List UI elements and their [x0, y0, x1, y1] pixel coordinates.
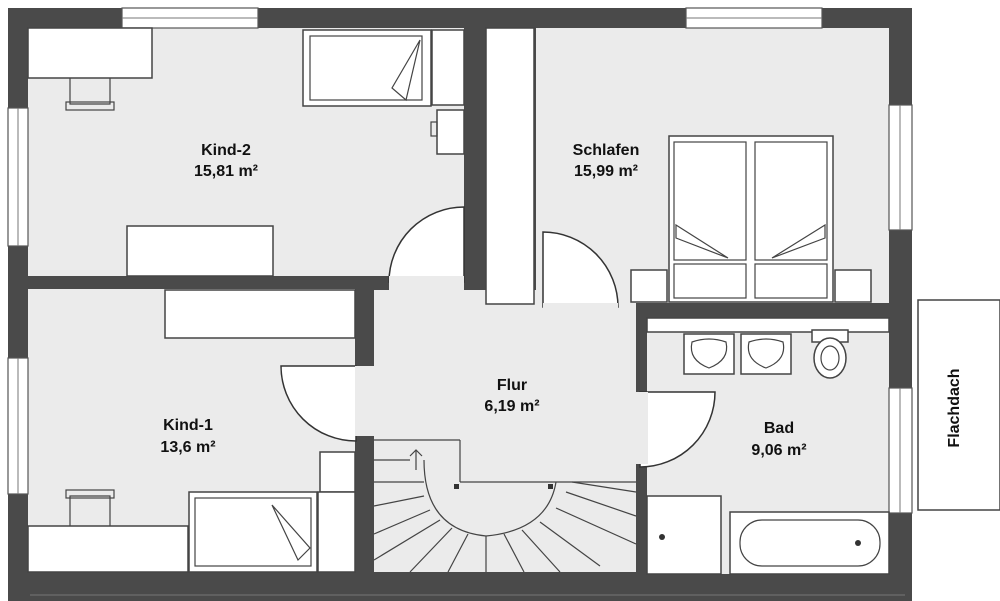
- toilet: [813, 337, 847, 379]
- room-area-kind-1: 13,6 m²: [160, 439, 215, 456]
- room-area-flur: 6,19 m²: [484, 398, 539, 415]
- chair-kind-1: [69, 495, 111, 526]
- shelf-kind-1: [317, 491, 356, 573]
- room-area-schlafen: 15,99 m²: [574, 163, 638, 180]
- desk-kind-2: [27, 27, 153, 79]
- room-area-bad: 9,06 m²: [751, 442, 806, 459]
- bathtub: [729, 511, 890, 575]
- bed-kind-1: [188, 491, 318, 573]
- bed-kind-2: [302, 29, 432, 107]
- wardrobe-kind-1: [164, 289, 356, 339]
- nightstand-right: [834, 269, 872, 303]
- nightstand-left: [630, 269, 668, 303]
- door-kind-1[interactable]: [280, 365, 357, 442]
- shower: [646, 495, 722, 575]
- cabinet-kind-1: [319, 451, 356, 493]
- room-label-bad: Bad: [764, 420, 794, 437]
- door-bad[interactable]: [639, 391, 716, 468]
- cabinet-kind-2: [436, 109, 465, 155]
- staircase: [373, 449, 637, 573]
- room-label-kind-1: Kind-1: [163, 417, 213, 434]
- chair-kind-2: [69, 78, 111, 105]
- desk-kind-1: [27, 525, 189, 573]
- room-area-kind-2: 15,81 m²: [194, 163, 258, 180]
- shelf-kind-2: [431, 29, 465, 106]
- bath-shelf: [646, 317, 890, 333]
- room-label-kind-2: Kind-2: [201, 142, 251, 159]
- balcony-label: Flachdach: [946, 368, 963, 447]
- closet-column: [485, 27, 535, 305]
- double-bed: [668, 135, 834, 303]
- room-label-flur: Flur: [497, 377, 527, 394]
- room-label-schlafen: Schlafen: [573, 142, 640, 159]
- balcony-flat-roof: [917, 299, 1000, 511]
- sideboard-kind-2: [126, 225, 274, 277]
